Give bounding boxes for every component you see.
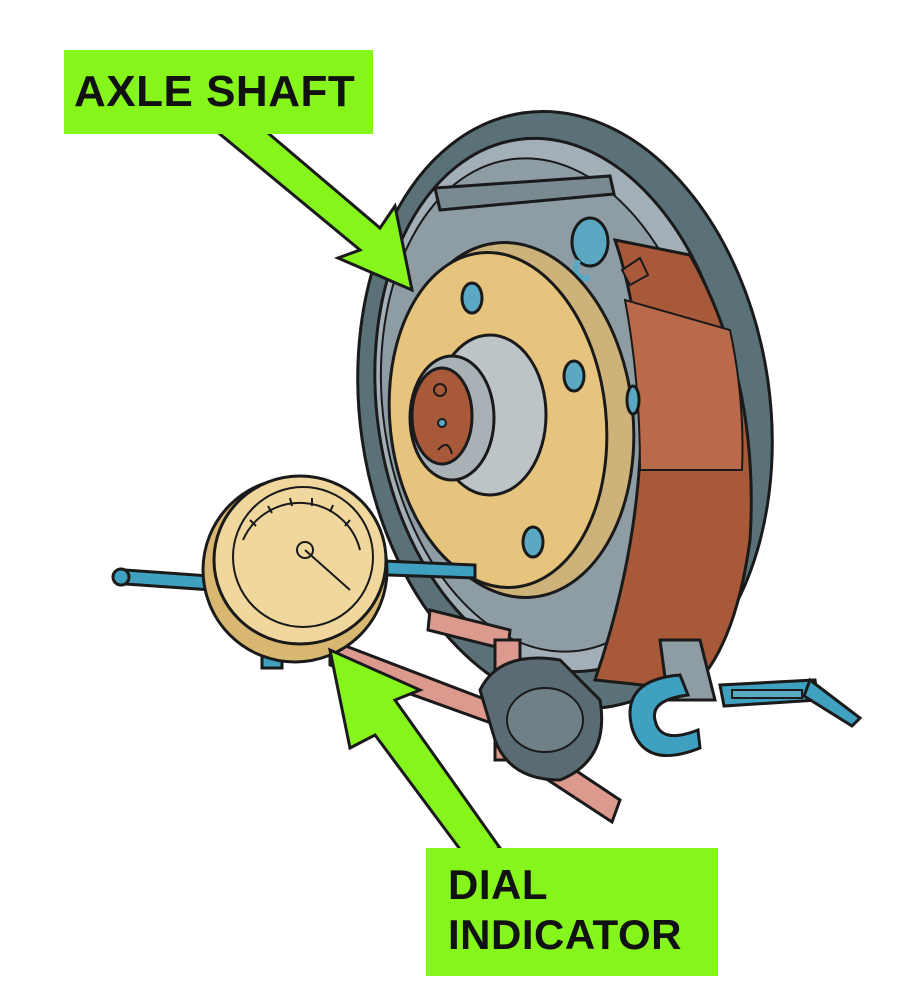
retainer-clip [570,216,610,282]
backing-plate-bar [433,174,616,212]
axle-shaft-label-text: AXLE SHAFT [74,67,356,116]
dial-indicator-label-line1: DIAL [448,861,548,908]
magnetic-base [478,656,604,782]
dial-indicator-label-line2: INDICATOR [448,911,682,958]
dial-indicator-arrow [327,647,503,862]
axle-hub [408,333,548,497]
axle-shaft-arrow [212,114,415,293]
axle-shaft-label: AXLE SHAFT [64,50,373,134]
dial-indicator-label: DIAL INDICATOR [426,848,718,976]
dial-indicator-icon [201,474,389,664]
lug-studs [460,281,641,559]
c-clamp-icon [628,673,863,757]
